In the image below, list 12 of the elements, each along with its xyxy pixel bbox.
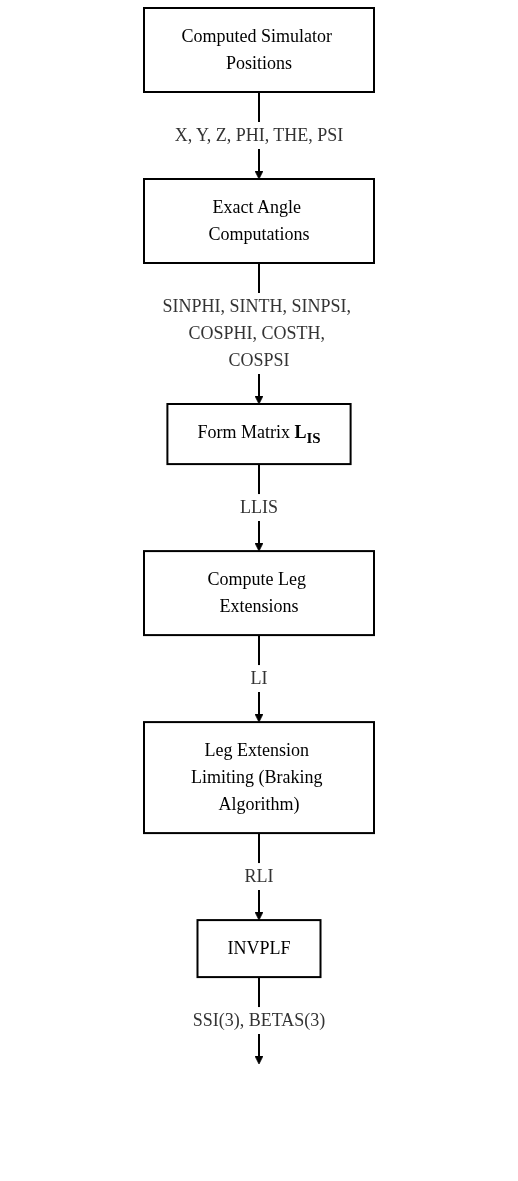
edge-label: SSI(3), BETAS(3) [192,1010,326,1031]
node-box: Compute Leg Extensions [143,550,375,637]
edge-label: LLIS [240,497,278,518]
node-box: Computed Simulator Positions [143,7,375,93]
node-box: Leg Extension Limiting (Braking Algorithm) [143,721,375,835]
edge-label: LI [250,668,268,689]
node-box: Form Matrix L$_{IS}$ [166,403,352,466]
node-box: INVPLF [196,919,322,979]
edge-label: RLI [244,866,274,887]
edge-label: X, Y, Z, PHI, THE, PSI [174,125,344,145]
node-box: Exact Angle Computations [143,178,375,264]
edge-label: SINPHI, SINTH, SINPSI, COSPHI, COSTH, COSPSI [162,296,352,370]
